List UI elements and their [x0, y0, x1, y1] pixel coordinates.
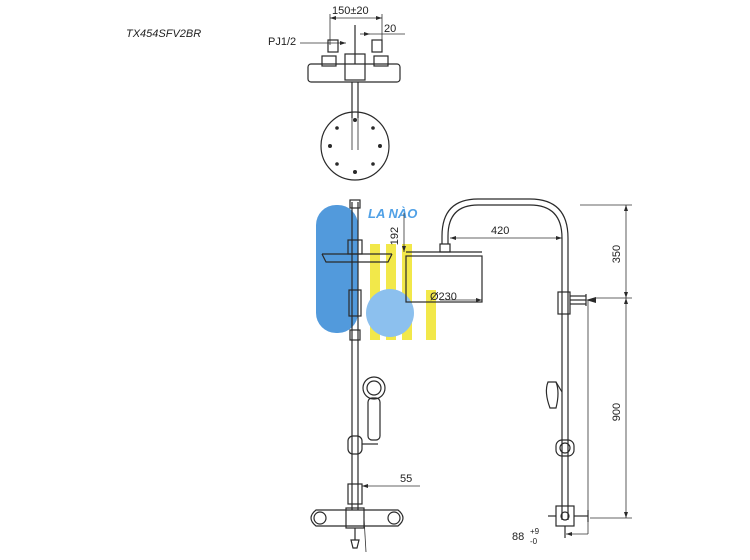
watermark-yellow-bar-4 — [426, 290, 436, 340]
side-view: Ø230 192 420 88 +9 -0 — [389, 198, 632, 546]
watermark-yellow-bar-3 — [402, 244, 412, 340]
dim-arm-reach: 420 — [491, 225, 509, 237]
watermark-blue-bar — [316, 205, 358, 333]
model-code: TX454SFV2BR — [126, 28, 201, 40]
watermark-yellow-bar-1 — [370, 244, 380, 340]
watermark-text: LA NÀO — [368, 206, 417, 221]
dim-inlet-offset: 20 — [384, 23, 396, 35]
dim-wall-offset-tol: +9 — [530, 527, 540, 536]
watermark-blue-circle — [366, 289, 414, 337]
watermark-logo: LA NÀO — [316, 205, 436, 340]
mixer-top-view: 150±20 PJ1/2 20 — [268, 5, 405, 118]
dim-head-drop: 192 — [389, 227, 401, 245]
dim-wall-offset-tol-low: -0 — [530, 537, 538, 546]
dim-thread: PJ1/2 — [268, 36, 296, 48]
dim-top-height: 350 — [611, 245, 623, 263]
dim-inlet-spacing: 150±20 — [332, 5, 369, 17]
shower-head-top-view — [320, 111, 390, 181]
dim-wall-offset: 88 — [512, 531, 524, 543]
dim-mixer-depth: 55 — [400, 473, 412, 485]
dim-lower-height: 900 — [611, 403, 623, 421]
dim-head-diameter: Ø230 — [430, 291, 457, 303]
front-view: 55 — [310, 199, 420, 553]
